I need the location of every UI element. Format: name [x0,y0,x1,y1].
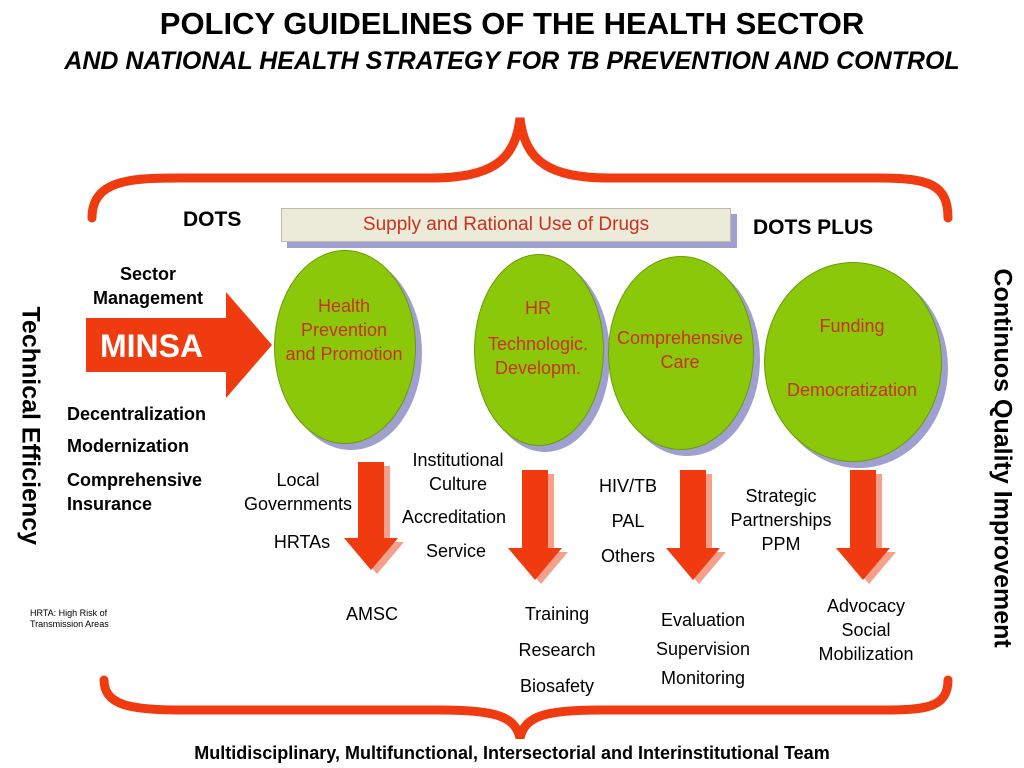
oval-hr-text: HR [525,298,551,318]
input-accreditation: Accreditation [401,507,507,527]
sector-management-label: Sector Management [92,264,204,308]
oval-comprehensive-care [608,256,754,450]
oval-comprehensive-care-text: Comprehensive Care [616,328,744,372]
oval-hr-technology [474,254,604,446]
output-training: Training [524,604,590,624]
output-monitoring: Monitoring [660,668,746,688]
supply-box: Supply and Rational Use of Drugs [281,208,731,242]
left-list-item-modernization: Modernization [67,436,189,456]
minsa-label: MINSA [100,328,204,364]
oval-democratization-text: Democratization [786,380,918,400]
input-others: Others [600,546,656,566]
output-supervision: Supervision [655,639,751,659]
output-biosafety: Biosafety [519,676,595,696]
output-amsc: AMSC [345,604,398,624]
output-research: Research [518,640,596,660]
input-service: Service [425,541,487,561]
title-line-1: POLICY GUIDELINES OF THE HEALTH SECTOR [159,6,865,41]
dots-plus-label: DOTS PLUS [753,216,874,239]
technical-efficiency-label: Technical Efficiency [16,306,45,546]
input-hrtas: HRTAs [273,532,331,552]
top-brace [87,117,953,223]
down-arrow-3 [666,470,726,584]
left-list-item-insurance: Comprehensive Insurance [67,470,203,514]
input-institutional-culture: Institutional Culture [412,450,504,494]
left-list-item-decentralization: Decentralization [67,404,207,424]
input-pal: PAL [611,511,645,531]
input-local-governments: Local Governments [243,470,353,514]
bottom-brace [99,675,953,740]
oval-health-promotion [274,250,416,444]
bottom-caption: Multidisciplinary, Multifunctional, Inte… [194,743,830,763]
down-arrow-1 [344,462,404,574]
input-hiv-tb: HIV/TB [598,476,657,496]
output-evaluation: Evaluation [660,610,746,630]
quality-improvement-label: Continuos Quality Improvement [988,268,1017,648]
footnote-hrta: HRTA: High Risk of Transmission Areas [30,608,109,629]
output-advocacy: Advocacy Social Mobilization [818,596,914,664]
oval-funding-text: Funding [819,316,885,336]
input-strategic-partnerships: Strategic Partnerships PPM [730,486,832,554]
dots-label: DOTS [183,208,242,231]
oval-funding [764,262,942,462]
down-arrow-4 [836,470,896,584]
oval-technology-text: Technologic. Developm. [487,334,589,378]
down-arrow-2 [508,470,568,584]
oval-health-promotion-text: Health Prevention and Promotion [285,296,403,364]
title-line-2: AND NATIONAL HEALTH STRATEGY FOR TB PREV… [64,47,960,75]
minsa-arrow [86,292,272,398]
